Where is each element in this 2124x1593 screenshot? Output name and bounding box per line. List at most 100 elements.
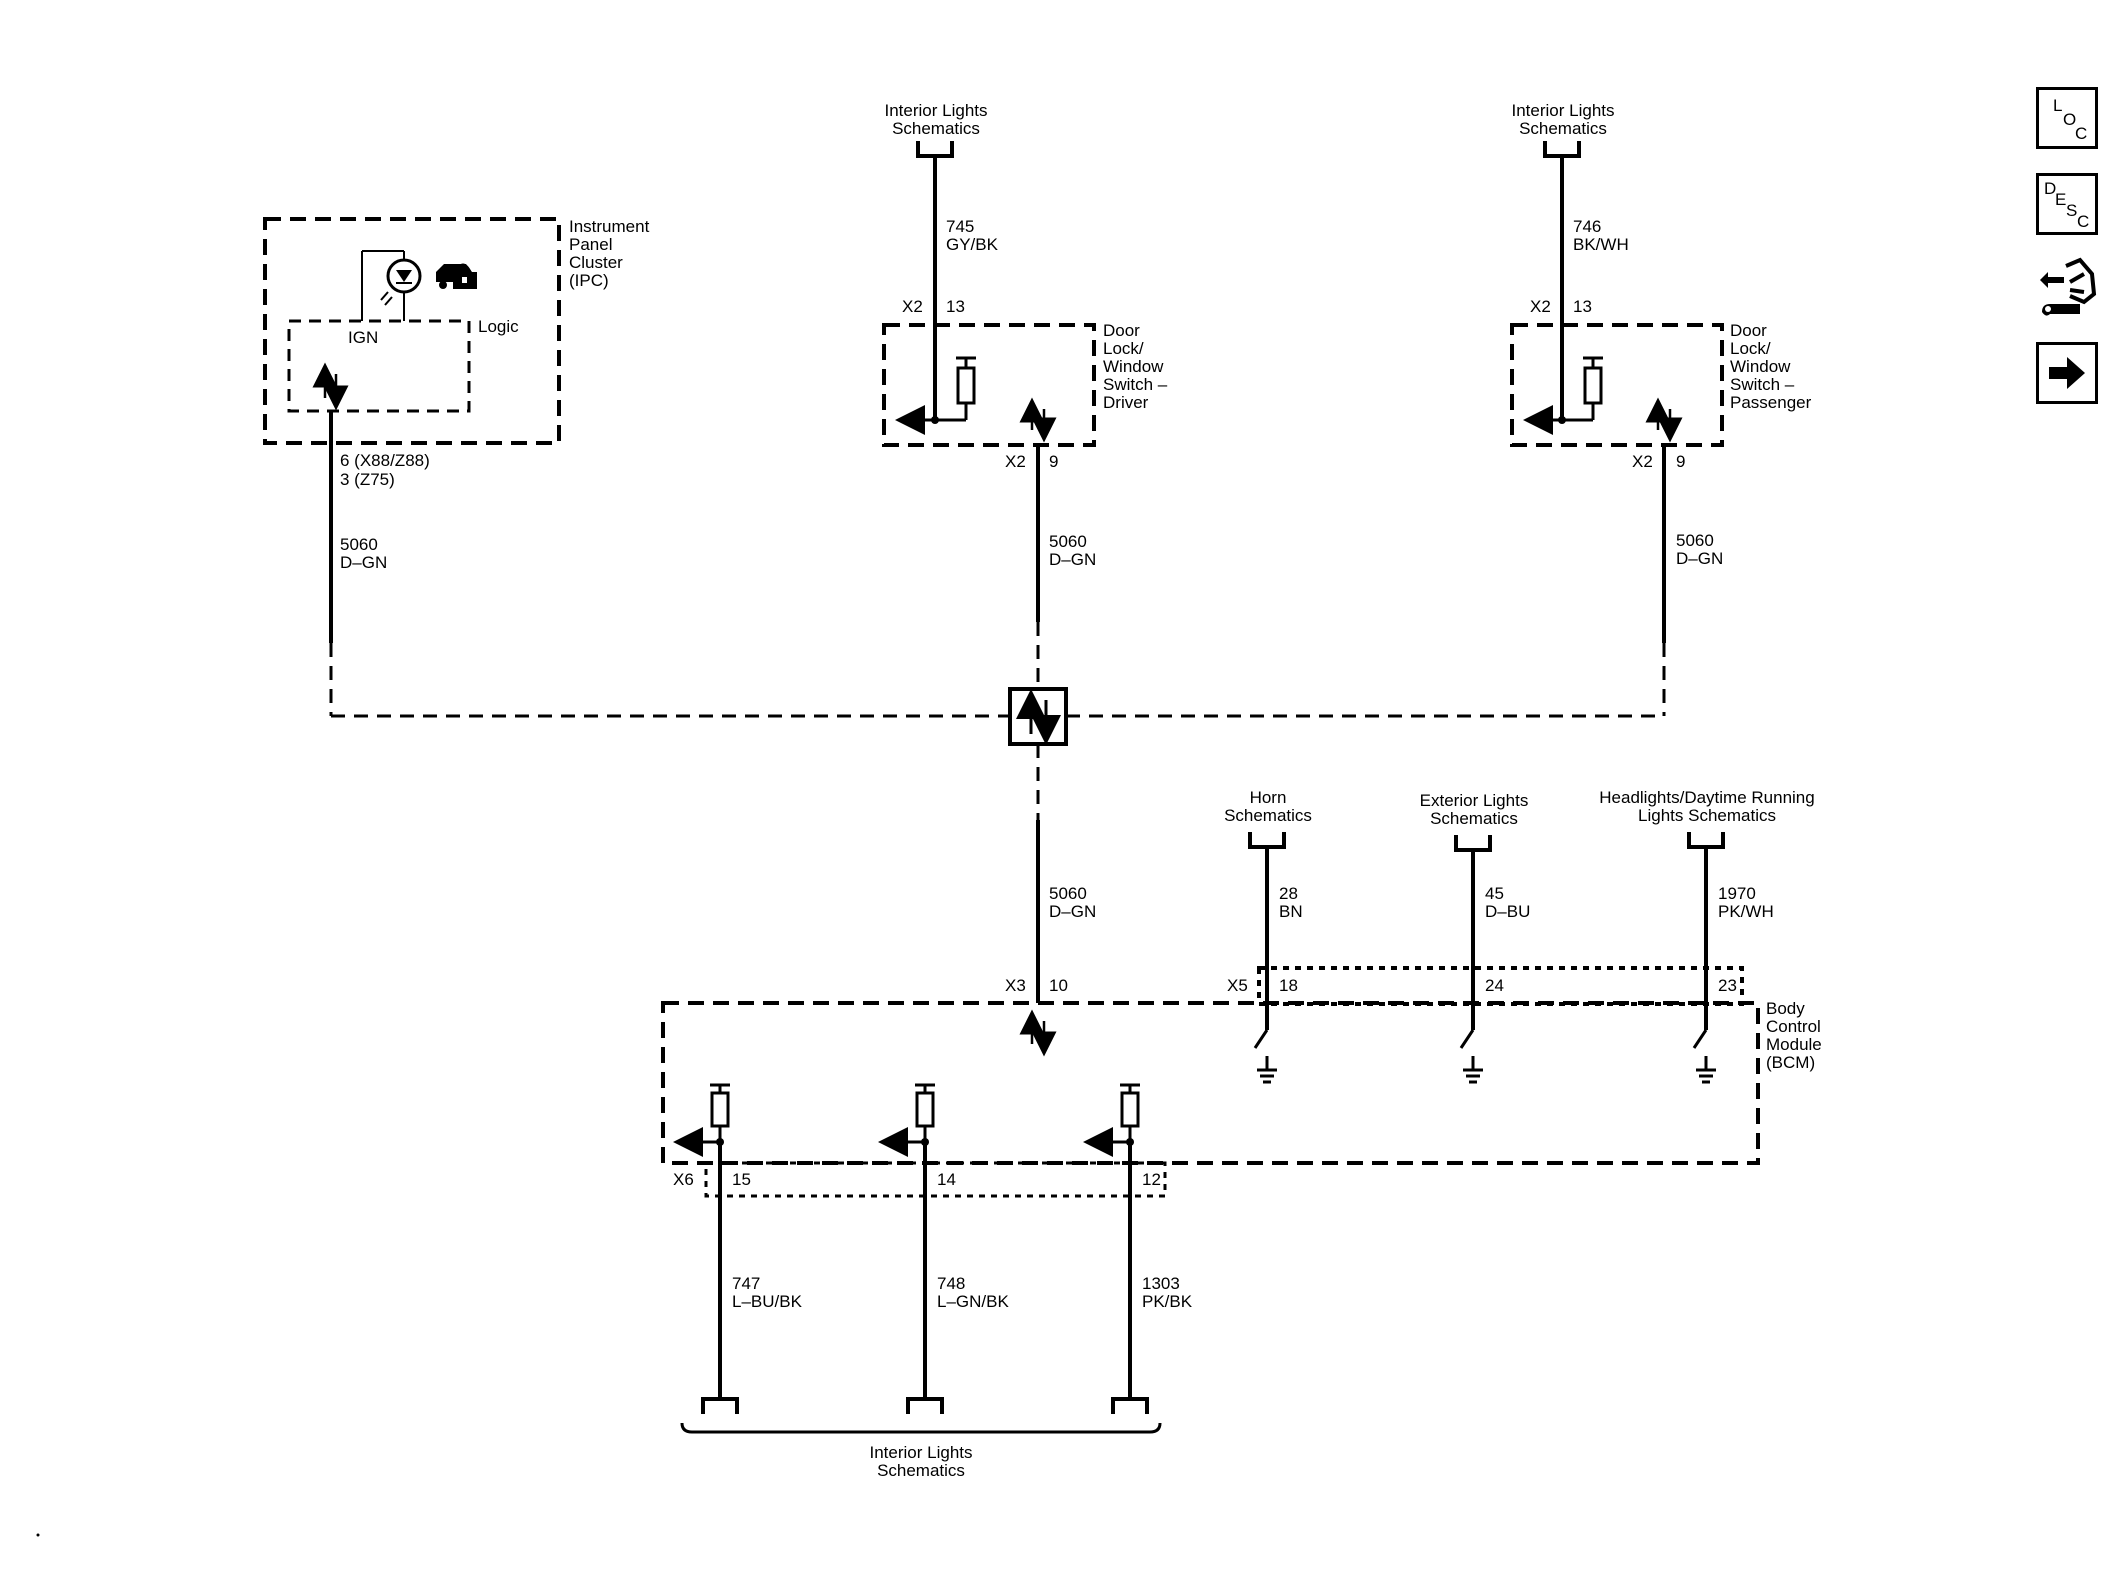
passenger-source-line-1: Interior Lights [1512, 101, 1615, 120]
driver-source-connector-icon [916, 141, 954, 158]
bottom-ref-line-1: Interior Lights [870, 1443, 973, 1462]
passenger-bottom-conn: X2 [1632, 452, 1653, 471]
serial-data-bus [329, 622, 1666, 820]
passenger-name-line-2: Lock/ [1730, 339, 1771, 358]
exterior-wire-number: 45 [1485, 884, 1504, 903]
ipc-logic-label: Logic [478, 317, 519, 336]
driver-name-line-1: Door [1103, 321, 1140, 340]
bottom-ref-line-2: Schematics [877, 1461, 965, 1480]
driver-in-wire-color: GY/BK [946, 235, 999, 254]
loc-letter-o: O [2063, 110, 2077, 129]
headlights-switch-ground-icon [1692, 1029, 1716, 1084]
lock-car-icon [436, 263, 477, 289]
driver-in-wire-number: 745 [946, 217, 974, 236]
driver-out-wire-number: 5060 [1049, 532, 1087, 551]
connector-end-view-button[interactable] [2036, 252, 2098, 332]
horn-wire-color: BN [1279, 902, 1303, 921]
bus-wire-number: 5060 [1049, 884, 1087, 903]
ipc-ign-label: IGN [348, 328, 378, 347]
ipc-indicator-icon [361, 250, 422, 321]
bcm-module: Body Control Module (BCM) X3 10 X5 X6 [661, 966, 1822, 1198]
ipc-data-arrows-icon [312, 362, 349, 411]
passenger-in-wire-number: 746 [1573, 217, 1601, 236]
ipc-wire-number: 5060 [340, 535, 378, 554]
loc-letter-c: C [2075, 124, 2088, 143]
passenger-source-connector-icon [1543, 141, 1581, 158]
desc-button[interactable]: D E S C [2036, 173, 2098, 235]
passenger-top-pin: 13 [1573, 297, 1592, 316]
exterior-wire-color: D–BU [1485, 902, 1530, 921]
exterior-connector-icon [1454, 835, 1492, 852]
bcm-input-exterior-lights: Exterior Lights Schematics 45 D–BU 24 [1420, 791, 1530, 1084]
output-15-pin: 15 [732, 1170, 751, 1189]
passenger-switch: Interior Lights Schematics 746 BK/WH X2 … [1510, 101, 1812, 643]
horn-source-line-2: Schematics [1224, 806, 1312, 825]
passenger-source-line-2: Schematics [1519, 119, 1607, 138]
passenger-top-conn: X2 [1530, 297, 1551, 316]
headlights-pin: 23 [1718, 976, 1737, 995]
bcm-name-line-1: Body [1766, 999, 1805, 1018]
driver-bottom-conn: X2 [1005, 452, 1026, 471]
driver-pullup-resistor-icon [895, 356, 976, 435]
serial-data-splice-icon [1008, 687, 1068, 746]
passenger-out-wire-color: D–GN [1676, 549, 1723, 568]
ipc-module: Instrument Panel Cluster (IPC) IGN Logic… [263, 217, 650, 572]
output-15-pullup-resistor-icon [673, 1083, 730, 1157]
loc-letter-l: L [2053, 96, 2063, 115]
bcm-x3-conn: X3 [1005, 976, 1026, 995]
bcm-name-line-2: Control [1766, 1017, 1821, 1036]
bcm-input-horn: Horn Schematics 28 BN 18 [1224, 788, 1312, 1084]
desc-letter-s: S [2066, 201, 2078, 220]
passenger-name-line-4: Switch – [1730, 375, 1795, 394]
exterior-pin: 24 [1485, 976, 1504, 995]
desc-letter-e: E [2055, 190, 2067, 209]
driver-source-line-1: Interior Lights [885, 101, 988, 120]
horn-source-line-1: Horn [1250, 788, 1287, 807]
next-button[interactable] [2036, 342, 2098, 404]
passenger-bottom-pin: 9 [1676, 452, 1685, 471]
driver-name-line-2: Lock/ [1103, 339, 1144, 358]
bcm-name-line-3: Module [1766, 1035, 1822, 1054]
output-12-pullup-resistor-icon [1083, 1083, 1140, 1157]
exterior-source-line-1: Exterior Lights [1420, 791, 1529, 810]
interior-lights-brace [680, 1422, 1162, 1434]
ipc-pin-line-1: 6 (X88/Z88) [340, 451, 430, 470]
output-12-connector-icon [1111, 1397, 1149, 1414]
bcm-output-12: 12 1303 PK/BK [1083, 1083, 1193, 1414]
ipc-wire-color: D–GN [340, 553, 387, 572]
headlights-source-line-1: Headlights/Daytime Running [1599, 788, 1814, 807]
headlights-connector-icon [1687, 832, 1725, 849]
horn-pin: 18 [1279, 976, 1298, 995]
headlights-wire-color: PK/WH [1718, 902, 1774, 921]
exterior-switch-ground-icon [1459, 1029, 1483, 1084]
loc-button[interactable]: L O C [2036, 87, 2098, 149]
ipc-name-line-4: (IPC) [569, 271, 609, 290]
driver-name-line-4: Switch – [1103, 375, 1168, 394]
ipc-name-line-2: Panel [569, 235, 612, 254]
connector-end-view-icon [2040, 257, 2097, 316]
desc-letter-c: C [2077, 212, 2090, 231]
output-12-pin: 12 [1142, 1170, 1161, 1189]
driver-top-conn: X2 [902, 297, 923, 316]
headlights-source-line-2: Lights Schematics [1638, 806, 1776, 825]
desc-letter-d: D [2044, 179, 2057, 198]
headlights-wire-number: 1970 [1718, 884, 1756, 903]
passenger-out-wire-number: 5060 [1676, 531, 1714, 550]
bcm-x6-conn: X6 [673, 1170, 694, 1189]
output-15-wire-color: L–BU/BK [732, 1292, 803, 1311]
bus-wire-color: D–GN [1049, 902, 1096, 921]
passenger-in-wire-color: BK/WH [1573, 235, 1629, 254]
driver-switch: Interior Lights Schematics 745 GY/BK X2 … [882, 101, 1168, 622]
output-14-pin: 14 [937, 1170, 956, 1189]
exterior-source-line-2: Schematics [1430, 809, 1518, 828]
bcm-output-15: 15 747 L–BU/BK [673, 1083, 803, 1414]
horn-connector-icon [1248, 832, 1286, 849]
arrow-right-icon [2049, 357, 2085, 389]
output-12-wire-color: PK/BK [1142, 1292, 1193, 1311]
passenger-data-arrows-icon [1645, 397, 1683, 443]
horn-wire-number: 28 [1279, 884, 1298, 903]
output-12-wire-number: 1303 [1142, 1274, 1180, 1293]
horn-switch-ground-icon [1253, 1029, 1277, 1084]
bcm-x5-conn: X5 [1227, 976, 1248, 995]
